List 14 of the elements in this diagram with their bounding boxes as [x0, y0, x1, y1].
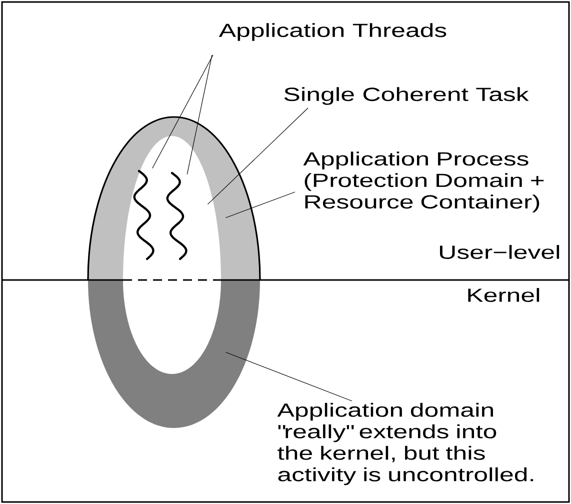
task-ellipse — [123, 136, 221, 374]
thread-line — [166, 172, 188, 260]
leader-line — [225, 352, 352, 402]
callout-text: Single Coherent Task — [284, 87, 529, 105]
callout-text: Application Process (Protection Domain + Resource Container) — [303, 152, 544, 212]
leader-line — [152, 54, 214, 169]
leader-line — [207, 108, 308, 205]
callout-text: Application Threads — [218, 23, 446, 41]
leader-line — [186, 54, 212, 175]
leader-line — [225, 192, 296, 218]
callout-text: Application domain "really" extends into the kernel, but this activity is uncontrolled. — [277, 402, 534, 486]
thread-line — [133, 170, 154, 260]
level-label: User−level — [440, 245, 560, 259]
level-label: Kernel — [468, 288, 540, 302]
